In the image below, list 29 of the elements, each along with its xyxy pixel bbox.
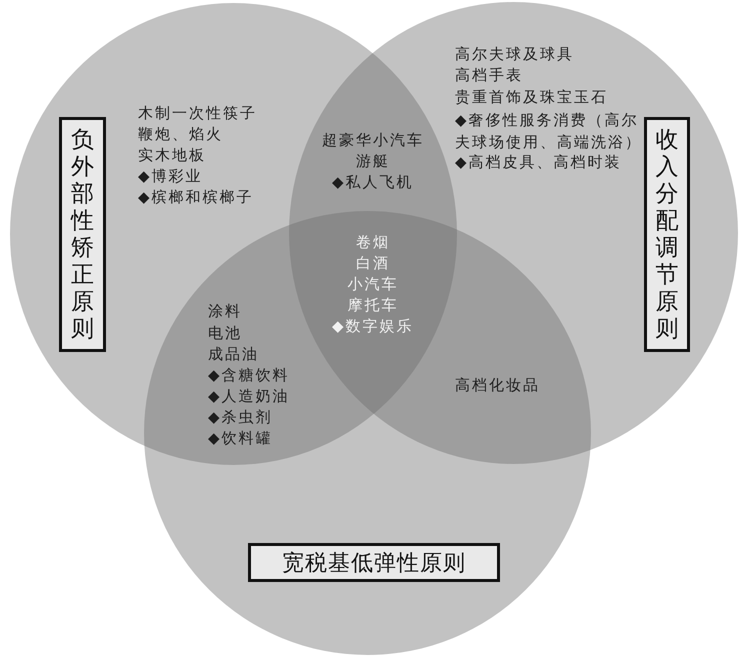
item-text: 涂料: [208, 300, 242, 322]
item-text: ◆奢侈性服务消费（高尔夫球场使用、高端洗浴）: [455, 110, 643, 152]
item-text: ◆含糖饮料: [208, 364, 290, 386]
item-text: ◆人造奶油: [208, 386, 290, 406]
item-text: 高档化妆品: [455, 374, 540, 396]
principle-box: 负外部性矫正原则: [59, 117, 106, 352]
item-text: 高尔夫球及球具: [455, 44, 574, 64]
item-text: 鞭炮、焰火: [138, 124, 223, 144]
principle-box: 宽税基低弹性原则: [248, 543, 500, 582]
item-text: ◆高档皮具、高档时装: [455, 152, 622, 172]
item-text: 高档手表: [455, 64, 523, 86]
item-text: ◆博彩业: [138, 166, 203, 186]
item-text: ◆饮料罐: [208, 428, 273, 448]
item-text: 木制一次性筷子: [138, 102, 257, 124]
item-text: 白酒: [356, 252, 390, 274]
item-text: 小汽车: [348, 274, 398, 294]
item-text: 卷烟: [356, 232, 390, 252]
item-text: 贵重首饰及珠宝玉石: [455, 86, 608, 108]
item-text: ◆杀虫剂: [208, 406, 273, 428]
item-text: 成品油: [208, 344, 259, 364]
item-text: ◆数字娱乐: [332, 316, 414, 336]
item-text: ◆私人飞机: [332, 172, 414, 192]
item-text: 实木地板: [138, 144, 206, 166]
item-text: 电池: [208, 322, 242, 344]
item-text: 超豪华小汽车: [322, 130, 424, 150]
principle-box: 收入分配调节原则: [644, 117, 690, 352]
item-text: 游艇: [356, 150, 390, 172]
item-text: 摩托车: [348, 294, 398, 316]
item-text: ◆槟榔和槟榔子: [138, 186, 254, 208]
